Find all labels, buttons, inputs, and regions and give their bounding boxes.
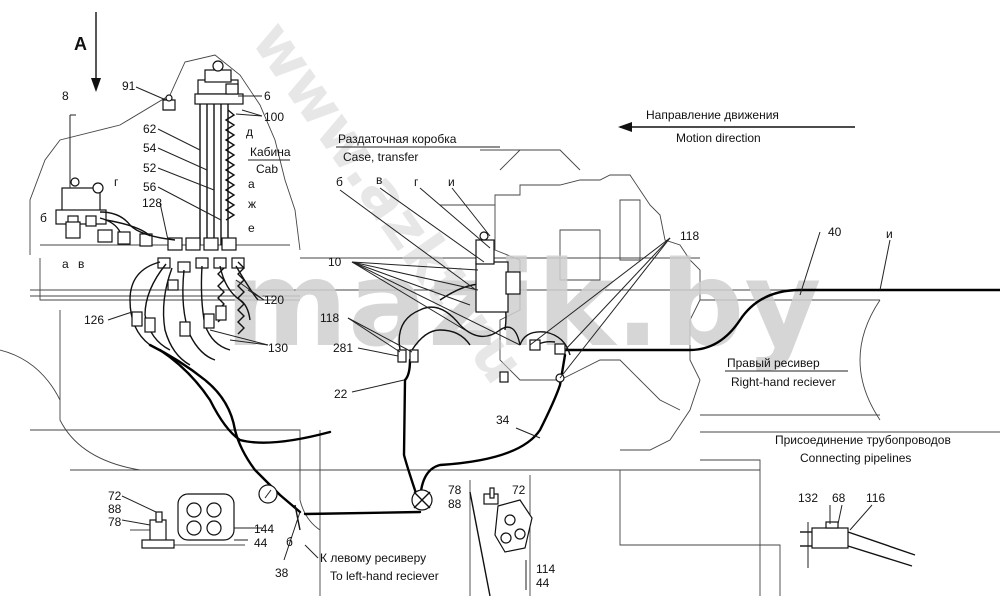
letter-v-left: в	[78, 257, 84, 271]
pipelines-en: Connecting pipelines	[800, 451, 911, 465]
cab-valve-block	[162, 60, 244, 245]
callout-40: 40	[828, 225, 842, 239]
chassis-outline	[0, 54, 1000, 596]
letter-d: д	[246, 125, 253, 139]
callout-118-left: 118	[320, 311, 339, 325]
cab-label: Кабина Cab	[248, 145, 291, 176]
callout-91: 91	[122, 79, 136, 93]
transfer-case-label: Раздаточная коробка Case, transfer	[336, 132, 500, 164]
cab-ru: Кабина	[250, 145, 291, 159]
lower-right-clamp	[469, 487, 533, 596]
terminal-blocks	[65, 211, 245, 291]
callout-114: 114	[536, 562, 555, 576]
pipelines-label: Присоединение трубопроводов Connecting p…	[775, 433, 951, 465]
callout-126: 126	[84, 313, 104, 327]
callout-numbers: 8 91 6 100 62 54 52 56 128 126 10 120 13…	[62, 79, 885, 590]
letter-b-top: б	[336, 175, 343, 189]
callout-44-left: 44	[254, 536, 268, 550]
callout-44-right: 44	[536, 576, 550, 590]
letter-e: е	[248, 221, 255, 235]
callout-88-left: 88	[108, 502, 122, 516]
callout-34: 34	[496, 413, 510, 427]
left-receiver-en: To left-hand reciever	[330, 569, 439, 583]
callout-6: 6	[264, 89, 271, 103]
callout-10: 10	[328, 255, 342, 269]
letter-a-left: а	[62, 257, 69, 271]
callout-72-left: 72	[108, 489, 122, 503]
callout-38: 38	[275, 566, 289, 580]
cab-en: Cab	[256, 162, 278, 176]
cross-junction	[411, 489, 433, 511]
callout-88-right: 88	[448, 497, 462, 511]
callout-56: 56	[143, 180, 157, 194]
callout-120: 120	[264, 293, 284, 307]
pipelines-ru: Присоединение трубопроводов	[775, 433, 951, 447]
callout-144: 144	[254, 522, 274, 536]
callout-62: 62	[143, 122, 157, 136]
letter-g-left: г	[114, 175, 119, 189]
valve-unit-8	[55, 114, 107, 227]
callout-72-right: 72	[512, 483, 526, 497]
callout-100: 100	[264, 110, 284, 124]
left-hose-bundle	[129, 261, 259, 366]
view-a-label: А	[74, 34, 87, 54]
callout-54: 54	[143, 141, 157, 155]
callout-letters: г б а в д а ж е б в г и и б	[40, 125, 893, 549]
letter-i-top: и	[448, 175, 455, 189]
callout-118-right: 118	[680, 229, 699, 243]
callout-52: 52	[143, 161, 157, 175]
callout-8: 8	[62, 89, 69, 103]
left-receiver-ru: К левому ресиверу	[320, 551, 426, 565]
view-a-arrow: А	[74, 12, 101, 92]
callout-78-left: 78	[108, 515, 122, 529]
letter-g-top: г	[414, 175, 419, 189]
transfer-case-ru: Раздаточная коробка	[338, 132, 457, 146]
callout-22: 22	[334, 387, 348, 401]
motion-direction-ru: Направление движения	[646, 108, 779, 122]
callout-132: 132	[798, 491, 818, 505]
right-receiver-ru: Правый ресивер	[727, 356, 820, 370]
right-receiver-label: Правый ресивер Right-hand reciever	[725, 356, 848, 389]
callout-78-right: 78	[448, 483, 462, 497]
leader-lines	[107, 86, 891, 561]
watermark-mazik: mazik.by	[225, 235, 821, 373]
left-receiver-label: К левому ресиверу To left-hand reciever	[304, 544, 439, 583]
callout-116: 116	[866, 491, 885, 505]
right-receiver-en: Right-hand reciever	[731, 375, 836, 389]
main-pipelines	[148, 283, 1000, 516]
letter-v-top: в	[376, 173, 382, 187]
callout-128: 128	[142, 196, 162, 210]
transfer-case-en: Case, transfer	[343, 150, 418, 164]
connection-detail	[800, 504, 916, 568]
callout-281: 281	[333, 341, 353, 355]
motion-direction: Направление движения Motion direction	[618, 108, 855, 145]
letter-b-bottom: б	[286, 535, 293, 549]
letter-zh: ж	[248, 197, 256, 211]
motion-direction-en: Motion direction	[676, 131, 761, 145]
callout-130: 130	[268, 341, 288, 355]
letter-b-left: б	[40, 211, 47, 225]
lower-left-clamp	[141, 484, 301, 549]
letter-i-right: и	[886, 227, 893, 241]
callout-68: 68	[832, 491, 846, 505]
letter-a-cab: а	[248, 177, 255, 191]
